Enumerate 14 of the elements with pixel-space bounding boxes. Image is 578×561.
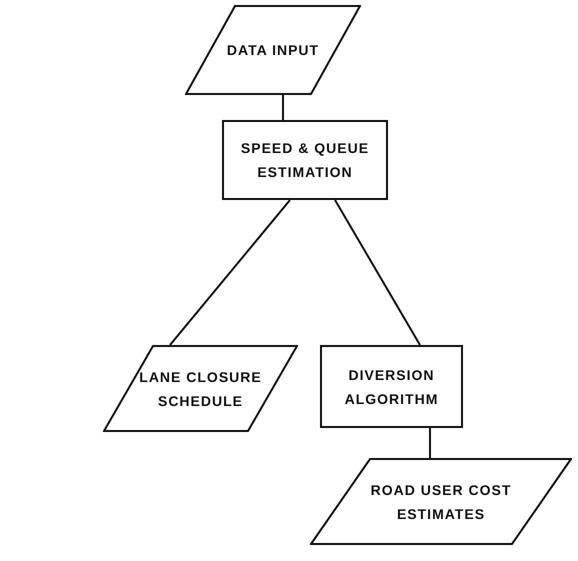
node-label: SPEED & QUEUE ESTIMATION [240, 139, 370, 182]
process-box [222, 120, 388, 200]
node-label: DATA INPUT [226, 41, 320, 60]
data-parallelogram [185, 5, 361, 95]
connector-line [282, 95, 284, 120]
data-parallelogram [103, 345, 298, 432]
node-label: ROAD USER COST ESTIMATES [370, 480, 512, 524]
connector-line [429, 428, 431, 458]
connector-line [169, 199, 291, 346]
process-box [320, 345, 463, 428]
node-label: LANE CLOSURE SCHEDULE [138, 368, 263, 410]
connector-line [334, 200, 421, 346]
node-label: DIVERSION ALGORITHM [344, 366, 440, 408]
data-parallelogram [310, 458, 572, 545]
